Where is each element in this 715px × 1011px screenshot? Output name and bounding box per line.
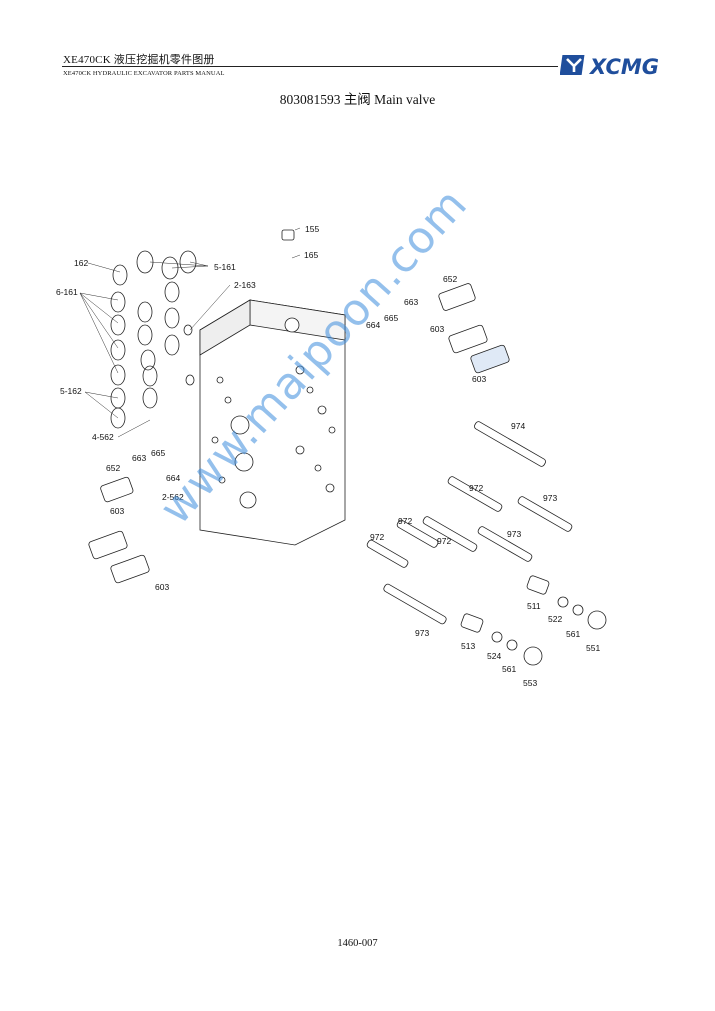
callout-603: 603 xyxy=(472,374,486,384)
callout-663: 663 xyxy=(404,297,418,307)
callout-561: 561 xyxy=(502,664,516,674)
page-title: 803081593 主阀 Main valve xyxy=(279,92,436,107)
callout-522: 522 xyxy=(548,614,562,624)
callout-5-161: 5-161 xyxy=(214,262,236,272)
callout-972: 972 xyxy=(370,532,384,542)
o-ring-groups xyxy=(110,250,197,429)
manual-title: XE470CK 液压挖掘机零件图册 xyxy=(63,54,215,66)
callout-652: 652 xyxy=(443,274,457,284)
callout-524: 524 xyxy=(487,651,501,661)
leader-lines xyxy=(79,227,301,438)
callout-551: 551 xyxy=(586,643,600,653)
callout-511: 511 xyxy=(527,601,541,611)
callout-973: 973 xyxy=(543,493,557,503)
relief-parts xyxy=(460,575,607,666)
logo-text: XCMG xyxy=(588,55,659,79)
callout-553: 553 xyxy=(523,678,537,688)
callout-664: 664 xyxy=(166,473,180,483)
exploded-valve-diagram: 155 165 162 5-161 2-163 6-161 652 663 664 665 603 6… xyxy=(0,200,715,720)
callout-665: 665 xyxy=(151,448,165,458)
callout-513: 513 xyxy=(461,641,475,651)
callout-5-162: 5-162 xyxy=(60,386,82,396)
callout-973: 973 xyxy=(415,628,429,638)
callout-603: 603 xyxy=(155,582,169,592)
page-number: 1460-007 xyxy=(337,938,378,949)
callout-561: 561 xyxy=(566,629,580,639)
callout-6-161: 6-161 xyxy=(56,287,78,297)
callout-603: 603 xyxy=(110,506,124,516)
callout-165: 165 xyxy=(304,250,318,260)
valve-cartridges xyxy=(88,229,510,584)
callout-973: 973 xyxy=(507,529,521,539)
callout-972: 972 xyxy=(437,536,451,546)
header: XE470CK 液压挖掘机零件图册 XE470CK HYDRAULIC EXCA… xyxy=(63,51,225,77)
tie-bolts xyxy=(366,421,573,625)
callout-2-163: 2-163 xyxy=(234,280,256,290)
manual-subtitle: XE470CK HYDRAULIC EXCAVATOR PARTS MANUAL xyxy=(63,70,225,77)
callout-2-562: 2-562 xyxy=(162,492,184,502)
callout-663: 663 xyxy=(132,453,146,463)
callout-603: 603 xyxy=(430,324,444,334)
callout-664: 664 xyxy=(366,320,380,330)
callout-974: 974 xyxy=(511,421,525,431)
callout-162: 162 xyxy=(74,258,88,268)
callout-972: 972 xyxy=(469,483,483,493)
callout-4-562: 4-562 xyxy=(92,432,114,442)
callout-155: 155 xyxy=(305,224,319,234)
xcmg-logo: XCMG xyxy=(559,51,680,79)
callout-652: 652 xyxy=(106,463,120,473)
valve-body xyxy=(199,299,346,546)
callout-665: 665 xyxy=(384,313,398,323)
header-rule xyxy=(62,66,558,67)
callout-972: 972 xyxy=(398,516,412,526)
